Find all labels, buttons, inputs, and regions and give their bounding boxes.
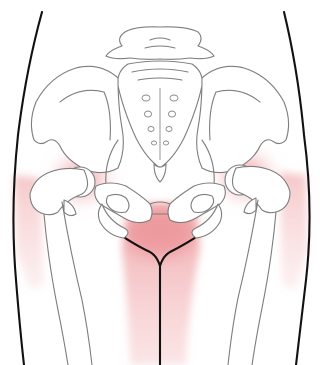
lumbar-vertebra xyxy=(106,27,214,59)
spine-and-sacrum xyxy=(106,27,214,182)
coccyx xyxy=(154,164,166,182)
right-femur-shaft xyxy=(228,200,276,365)
left-femur-shaft xyxy=(44,202,92,365)
